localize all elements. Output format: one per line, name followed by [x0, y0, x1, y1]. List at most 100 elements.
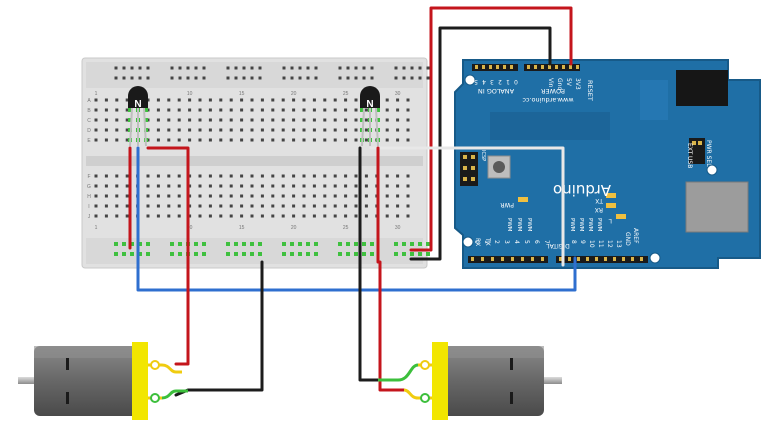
breadboard-hole	[208, 194, 212, 198]
rail-hole	[338, 76, 342, 80]
connected-hole	[360, 118, 364, 122]
mount-hole	[649, 252, 661, 264]
reset-button-cap[interactable]	[493, 161, 505, 173]
rail-hole	[146, 76, 150, 80]
breadboard-hole	[354, 194, 358, 198]
connected-rail-hole	[130, 242, 134, 246]
rail-hole	[354, 76, 358, 80]
breadboard-hole	[385, 204, 389, 208]
arduino-brand: Arduino	[553, 181, 611, 199]
rail-hole	[410, 66, 414, 70]
breadboard-hole	[208, 118, 212, 122]
breadboard-hole	[229, 118, 233, 122]
breadboard-hole	[344, 204, 348, 208]
connected-hole	[128, 108, 132, 112]
breadboard-hole	[156, 214, 160, 218]
breadboard-hole	[323, 118, 327, 122]
rail-hole	[250, 66, 254, 70]
breadboard-hole	[104, 184, 108, 188]
row-letter: C	[87, 118, 91, 124]
rail-hole	[114, 66, 118, 70]
mount-hole	[462, 236, 474, 248]
rail-hole	[202, 76, 206, 80]
breadboard-hole	[240, 204, 244, 208]
connected-rail-hole	[138, 242, 142, 246]
connected-hole	[144, 118, 148, 122]
column-number: 10	[187, 91, 193, 97]
row-letter: D	[87, 128, 91, 134]
rail-hole	[258, 76, 262, 80]
header-pin	[503, 65, 506, 69]
transistor-right-label: N	[366, 99, 373, 110]
header-pin	[569, 65, 572, 69]
connected-rail-hole	[250, 242, 254, 246]
connected-rail-hole	[146, 242, 150, 246]
pwm-label: PWM	[526, 218, 532, 232]
breadboard-hole	[292, 118, 296, 122]
breadboard-hole	[333, 204, 337, 208]
connected-rail-hole	[258, 242, 262, 246]
icsp-header	[460, 152, 478, 186]
pwm-label: PWM	[578, 218, 584, 232]
transistor-left: N	[128, 86, 148, 147]
power-pin-label: Vin	[547, 78, 554, 88]
breadboard-hole	[364, 214, 368, 218]
breadboard-column-numbers: 115510101515202025253030ABCDEFGHIJ	[87, 91, 401, 231]
breadboard-hole	[125, 138, 129, 142]
breadboard-hole	[354, 98, 358, 102]
breadboard-hole	[167, 194, 171, 198]
breadboard-hole	[104, 204, 108, 208]
breadboard-hole	[344, 98, 348, 102]
breadboard-hole	[177, 184, 181, 188]
row-letter: F	[87, 174, 90, 180]
breadboard-hole	[271, 128, 275, 132]
header-pin	[577, 257, 580, 261]
breadboard-hole	[240, 108, 244, 112]
breadboard-hole	[219, 128, 223, 132]
header-pin	[604, 257, 607, 261]
column-number: 1	[95, 91, 98, 97]
breadboard-hole	[271, 118, 275, 122]
breadboard-hole	[104, 98, 108, 102]
breadboard-hole	[167, 128, 171, 132]
connected-rail-hole	[370, 242, 374, 246]
breadboard-hole	[156, 108, 160, 112]
breadboard-hole	[385, 98, 389, 102]
breadboard-hole	[344, 108, 348, 112]
motor-shaft	[540, 377, 562, 384]
connected-hole	[144, 108, 148, 112]
connected-rail-hole	[362, 242, 366, 246]
breadboard-hole	[333, 184, 337, 188]
row-letter: J	[88, 214, 91, 220]
breadboard-hole	[260, 214, 264, 218]
header-pin	[576, 65, 579, 69]
breadboard-hole	[198, 138, 202, 142]
breadboard-hole	[292, 194, 296, 198]
breadboard-hole	[406, 138, 410, 142]
breadboard-hole	[302, 184, 306, 188]
rx0-label: RX	[474, 238, 481, 246]
breadboard-hole	[260, 184, 264, 188]
breadboard-hole	[94, 108, 98, 112]
breadboard-hole	[344, 194, 348, 198]
breadboard-hole	[229, 184, 233, 188]
breadboard-hole	[271, 194, 275, 198]
breadboard-hole	[177, 108, 181, 112]
breadboard-hole	[302, 98, 306, 102]
breadboard-hole	[229, 214, 233, 218]
breadboard-hole	[260, 204, 264, 208]
header-pin	[531, 257, 534, 261]
digital-pin-label: 9	[579, 240, 586, 244]
breadboard-hole	[198, 204, 202, 208]
breadboard-hole	[229, 128, 233, 132]
rail-hole	[194, 76, 198, 80]
rx-led-label: RX	[595, 206, 603, 213]
mount-hole	[464, 74, 476, 86]
rail-hole	[234, 76, 238, 80]
breadboard-hole	[406, 194, 410, 198]
connected-rail-hole	[194, 252, 198, 256]
breadboard-hole	[260, 194, 264, 198]
breadboard-hole	[167, 118, 171, 122]
connected-rail-hole	[226, 252, 230, 256]
